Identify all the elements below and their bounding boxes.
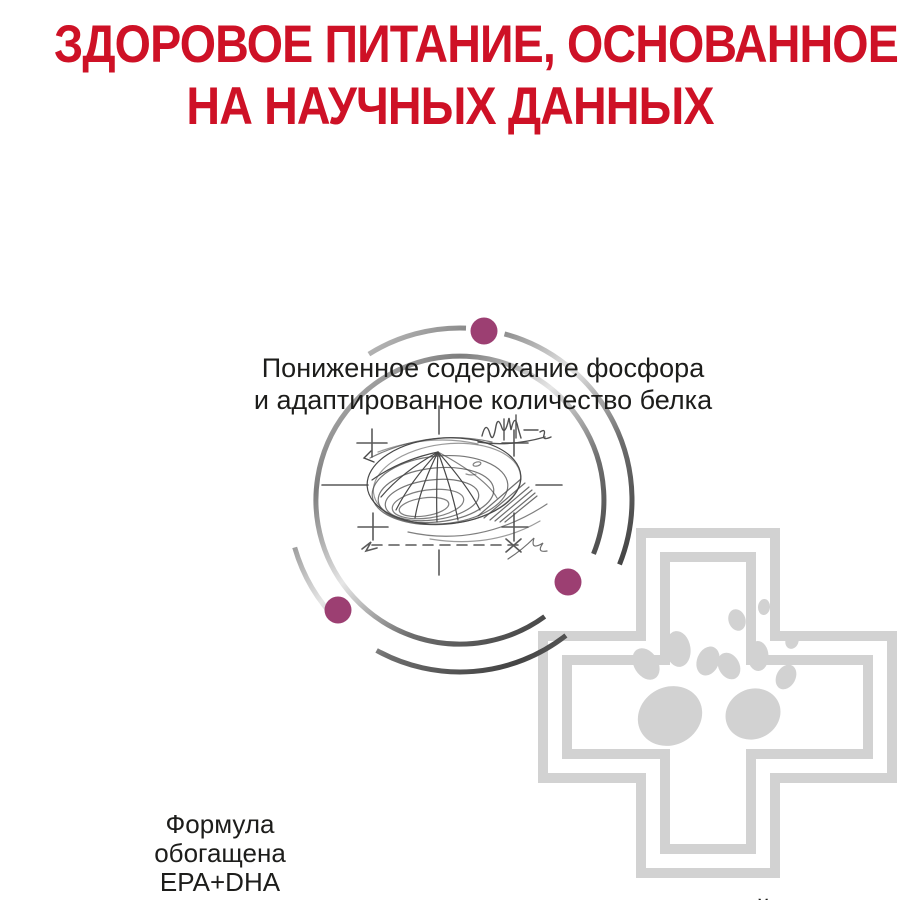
page-title-line-1: ЗДОРОВОЕ ПИТАНИЕ, ОСНОВАННОЕ bbox=[54, 15, 899, 74]
orbit-dots bbox=[324, 317, 582, 624]
callout-phosphorus: Пониженное содержание фосфора и адаптиро… bbox=[133, 352, 833, 416]
vet-cross-inner-outline bbox=[562, 552, 873, 854]
orbit-dot-bottom-left bbox=[324, 596, 352, 624]
callout-formula-line-3: EPA+DHA bbox=[159, 867, 281, 897]
signature-scribble bbox=[477, 414, 552, 445]
vet-cross-outer-outline bbox=[538, 528, 897, 878]
callout-phosphorus-line-1: Пониженное содержание фосфора bbox=[261, 353, 705, 383]
paw-print-icon bbox=[632, 599, 799, 746]
inner-ring-arc bbox=[313, 353, 607, 647]
outer-ring-arc-right bbox=[503, 331, 635, 566]
orbit-dot-bottom-right bbox=[554, 568, 582, 596]
outer-ring-arc-topleft bbox=[367, 325, 467, 357]
callout-formula-line-1: Формула bbox=[165, 809, 275, 839]
callout-formula: Формула обогащена EPA+DHA и антиоксидант… bbox=[20, 810, 420, 900]
callout-aroma-line-1: Уникальный bbox=[522, 894, 872, 900]
orbit-dot-top bbox=[470, 317, 498, 345]
vet-cross-icon bbox=[538, 528, 897, 878]
page-title-line-2: НА НАУЧНЫХ ДАННЫХ bbox=[186, 77, 714, 136]
page-title: ЗДОРОВОЕ ПИТАНИЕ, ОСНОВАННОЕ НА НАУЧНЫХ … bbox=[54, 14, 899, 138]
outer-ring-arc-bottom bbox=[375, 633, 568, 675]
callout-formula-line-2: обогащена bbox=[154, 838, 286, 868]
callout-aroma: Уникальный ароматический профиль, особая… bbox=[522, 894, 872, 900]
kibble-sketch bbox=[321, 405, 563, 576]
callout-formula-line-4: и антиоксидантами bbox=[20, 897, 420, 900]
callout-phosphorus-line-2: и адаптированное количество белка bbox=[253, 385, 713, 415]
